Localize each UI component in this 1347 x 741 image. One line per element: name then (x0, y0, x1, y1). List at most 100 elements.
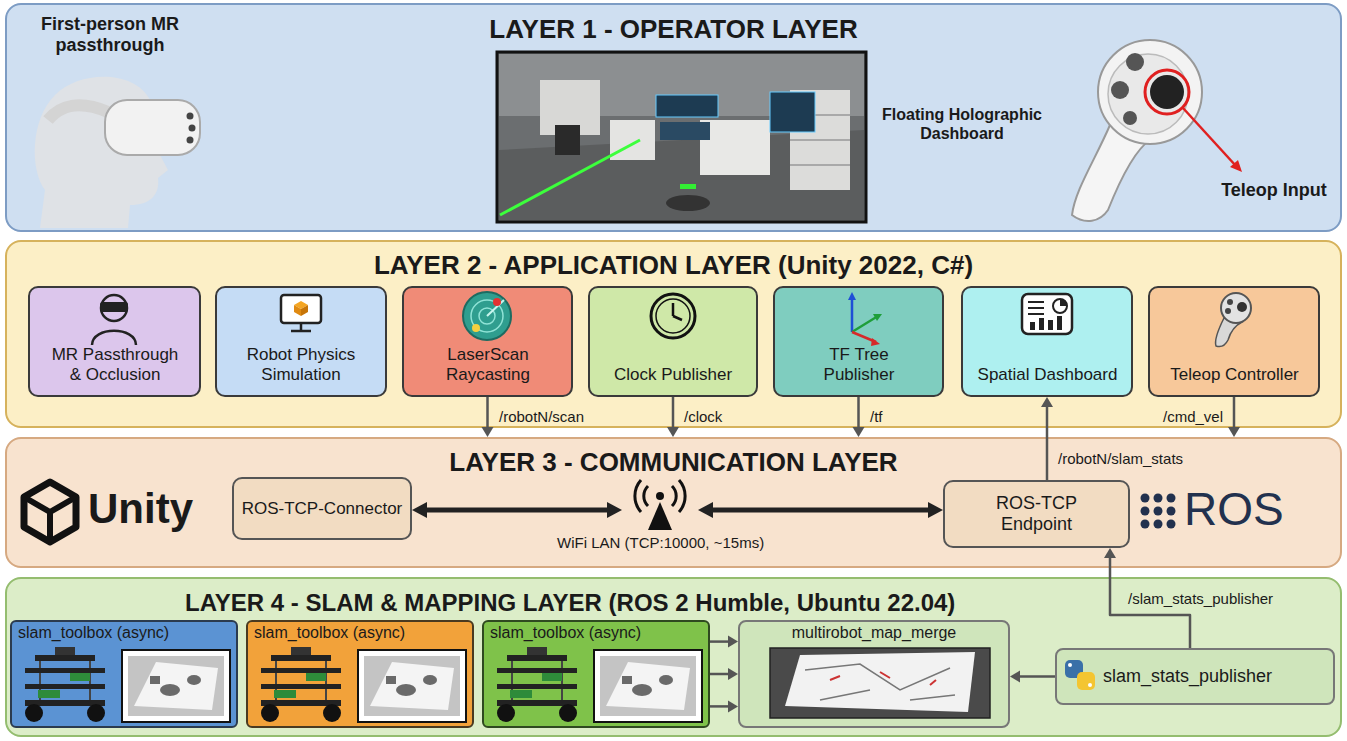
arrow-head (667, 427, 679, 437)
dashboard-icon (1048, 320, 1053, 330)
passthrough-icon (100, 302, 128, 312)
axes-icon (852, 332, 876, 342)
topic-label: /tf (867, 408, 886, 426)
headset-figure (48, 105, 108, 120)
box-label: slam_toolbox (async) (254, 624, 468, 643)
map-merge-box: multirobot_map_merge (738, 620, 1010, 728)
label-slot: ROS (1184, 482, 1284, 536)
passthrough-screenshot (497, 52, 866, 222)
axes-icon (873, 314, 882, 321)
dashboard-icon (1057, 316, 1062, 330)
monitor-icon (301, 305, 308, 316)
connector-arrow (1104, 548, 1190, 648)
python-logo (1077, 672, 1095, 690)
unity-wordmark: Unity (88, 484, 193, 534)
passthrough-icon (92, 295, 136, 345)
passthrough-screenshot (499, 54, 864, 116)
wifi-antenna (648, 502, 672, 530)
connector-line (1110, 555, 1190, 648)
controller-icon (1215, 318, 1242, 347)
wifi-antenna (656, 492, 664, 500)
unity-logo (24, 497, 76, 542)
controller-figure (1072, 40, 1242, 221)
view-caption: Floating Holographic Dashboard (866, 106, 1058, 144)
ros-dots (1141, 494, 1150, 503)
passthrough-screenshot (497, 52, 866, 222)
layer-title: LAYER 1 - OPERATOR LAYER (7, 14, 1340, 45)
passthrough-screenshot (790, 164, 850, 166)
connector-line (710, 673, 731, 676)
axes-icon (852, 316, 878, 332)
passthrough-screenshot (500, 140, 640, 215)
connector-arrow (1010, 671, 1055, 683)
module-box: LaserScan Raycasting (402, 286, 573, 397)
layer-title: LAYER 2 - APPLICATION LAYER (Unity 2022,… (7, 250, 1340, 281)
python-logo (1065, 660, 1083, 678)
clock-icon (672, 303, 675, 316)
connector-arrow (1041, 397, 1053, 480)
ros-dots (1154, 507, 1163, 516)
arrow-head (928, 502, 943, 518)
unity-logo (24, 482, 76, 542)
wifi-antenna (635, 480, 641, 512)
monitor-icon (281, 295, 321, 323)
passthrough-icon (101, 295, 127, 321)
passthrough-screenshot (700, 120, 770, 175)
clock-icon (673, 316, 682, 320)
box-label: Teleop Controller (1152, 365, 1317, 385)
topic-label: /robotN/scan (496, 408, 587, 426)
wifi-antenna (672, 486, 676, 506)
radar-icon (463, 292, 511, 340)
connector-line (423, 508, 612, 513)
connector-line (1233, 397, 1236, 430)
monitor-icon (291, 330, 311, 333)
axes-icon (871, 338, 880, 346)
ros-dots (1154, 494, 1163, 503)
arrow-head (728, 636, 738, 648)
connector-line (1046, 404, 1049, 480)
arrow-head (607, 502, 622, 518)
controller-icon (1215, 293, 1251, 347)
headset-figure (35, 77, 168, 228)
clock-icon (656, 299, 690, 333)
robot-map-figure (25, 647, 230, 722)
box-label: ROS-TCP Endpoint (973, 493, 1100, 535)
label-slot: First-person MR passthrough (37, 14, 183, 56)
ros-wordmark: ROS (1184, 482, 1284, 536)
monitor-icon (294, 305, 301, 316)
module-box: Teleop Controller (1148, 286, 1320, 397)
module-box: TF Tree Publisher (773, 286, 944, 397)
radar-icon (479, 308, 495, 324)
box-label: Robot Physics Simulation (226, 345, 376, 385)
passthrough-screenshot (540, 80, 600, 135)
python-logo (1068, 663, 1072, 667)
box-label: Clock Publisher (613, 365, 733, 385)
connector-line (710, 705, 731, 708)
arrow-head (853, 427, 865, 437)
radar-icon (493, 298, 501, 306)
passthrough-screenshot (555, 125, 580, 155)
connector-arrow (710, 636, 738, 648)
slam-node-box: slam_toolbox (async) (10, 620, 238, 728)
wifi-antenna (644, 486, 648, 506)
box-label: multirobot_map_merge (740, 624, 1008, 643)
label-slot: Floating Holographic Dashboard (866, 106, 1058, 144)
unity-logo (24, 482, 76, 542)
dashboard-icon (1028, 313, 1044, 315)
label-slot: /clock (681, 408, 725, 426)
topic-label: /robotN/slam_stats (1055, 450, 1186, 468)
controller-icon (1225, 308, 1231, 314)
wifi-antenna (679, 480, 685, 512)
controller-figure (1150, 75, 1184, 109)
layer-title: LAYER 4 - SLAM & MAPPING LAYER (ROS 2 Hu… (185, 589, 1100, 617)
monitor-icon (281, 295, 321, 331)
passthrough-screenshot (499, 130, 864, 220)
dashboard-icon (1028, 307, 1044, 309)
dashboard-icon (1022, 294, 1072, 334)
controller-figure (1111, 81, 1129, 99)
box-label: slam_toolbox (async) (490, 624, 704, 643)
label-slot: /cmd_vel (1160, 408, 1226, 426)
layer-band: LAYER 2 - APPLICATION LAYER (Unity 2022,… (5, 240, 1342, 428)
passthrough-screenshot (666, 195, 710, 211)
connector-line (709, 508, 933, 513)
